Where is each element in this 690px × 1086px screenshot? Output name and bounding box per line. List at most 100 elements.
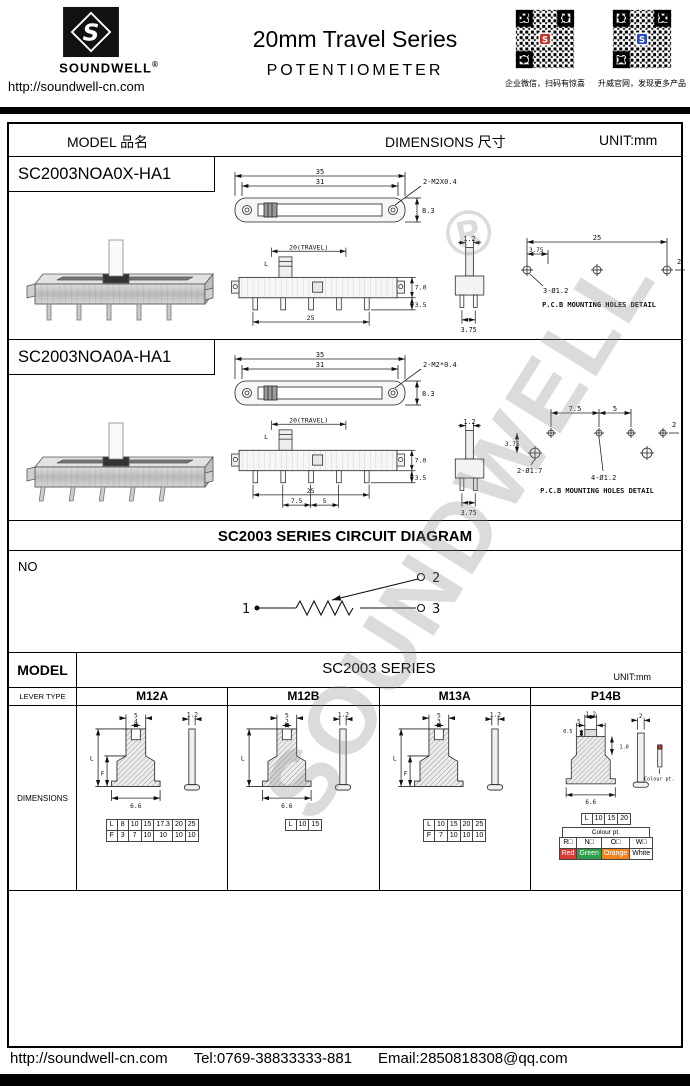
m1-pcb-caption: P.C.B MOUNTING HOLES DETAIL bbox=[542, 301, 656, 309]
doc-title: 20mm Travel Series bbox=[252, 26, 458, 52]
m1-dim-travel: 20(TRAVEL) bbox=[289, 243, 328, 251]
p14b-dim-lip: 0.5 bbox=[563, 729, 572, 735]
model1-top-view: 35 31 2-M2X0.4 8.3 bbox=[234, 168, 457, 223]
m13a-dim-length: L bbox=[393, 755, 397, 762]
p14b-dim-rod: 2 bbox=[639, 713, 643, 720]
p14b-colour-header: Colour pt. bbox=[561, 827, 650, 837]
m12a-dim-top: 5 bbox=[134, 712, 138, 719]
p14b-dim-top: 5 bbox=[577, 719, 581, 726]
brand-text: SOUNDWELL bbox=[59, 60, 152, 76]
m1-dim-inner: 31 bbox=[316, 178, 324, 186]
circuit-terminal-2: 2 bbox=[432, 571, 440, 586]
lever-dimensions-label: DIMENSIONS bbox=[9, 706, 77, 890]
m2-dim-pitch2: 5 bbox=[323, 497, 327, 505]
model2-pcb-detail: 7.5 5 3.75 2 2-Ø1.7 4-Ø1.2 P.C.B MOUNTIN… bbox=[505, 405, 679, 495]
m2-dim-travel: 20(TRAVEL) bbox=[289, 416, 328, 424]
circuit-diagram: 1 2 3 bbox=[242, 571, 440, 617]
lever-dimensions-row: DIMENSIONS bbox=[9, 705, 681, 891]
m12a-dim-inner: 4 bbox=[134, 719, 138, 726]
lever-header-row: MODEL SC2003 SERIES UNIT:mm bbox=[9, 653, 681, 687]
m2-dim-overall: 35 bbox=[316, 351, 324, 359]
m1-dim-height: 8.3 bbox=[422, 207, 435, 215]
model1-name: SC2003NOA0X-HA1 bbox=[9, 157, 215, 192]
lever-type-m12a: M12A bbox=[77, 688, 229, 705]
m1-pcb-span: 25 bbox=[593, 234, 601, 242]
qr-wechat-icon: S bbox=[514, 8, 576, 70]
col-dimensions-label: DIMENSIONS 尺寸 bbox=[385, 134, 506, 150]
m13a-dim-flat: F bbox=[403, 771, 407, 778]
footer-url: http://soundwell-cn.com bbox=[10, 1050, 168, 1067]
model2-front-view: 20(TRAVEL) L 25 7.5 5 7.0 3.5 bbox=[231, 416, 427, 508]
brand-block: S SOUNDWELL® http://soundwell-cn.com bbox=[8, 6, 198, 94]
m2-pcb-offset: 2 bbox=[672, 421, 676, 429]
m2-dim-leverwidth: 1.2 bbox=[464, 418, 476, 426]
m1-dim-thread: 2-M2X0.4 bbox=[423, 178, 457, 186]
circuit-title: SC2003 SERIES CIRCUIT DIAGRAM bbox=[9, 521, 681, 551]
m2-pcb-pitch: 3.75 bbox=[505, 441, 520, 448]
lever-type-p14b: P14B bbox=[590, 689, 621, 703]
lever-type-row: LEVER TYPE M12A M12B M13A P14B bbox=[9, 687, 681, 705]
model1-row: SC2003NOA0X-HA1 bbox=[9, 157, 685, 339]
lever-m12a-drawing: 5 4 L F 6.6 1.2 bbox=[90, 711, 202, 810]
model1-pcb-detail: 25 3.75 2 3-Ø1.2 P.C.B MOUNTING HOLES DE… bbox=[521, 234, 685, 309]
lever-m12b-drawing: 5 2 L 6.6 1.2 bbox=[241, 711, 353, 810]
m1-dim-bodyheight: 7.0 bbox=[415, 283, 427, 291]
m1-dim-leverwidth: 1.2 bbox=[464, 235, 476, 243]
m2-pcb-caption: P.C.B MOUNTING HOLES DETAIL bbox=[540, 487, 654, 495]
col-model-label: MODEL 品名 bbox=[67, 134, 149, 150]
m1-pcb-holes: 3-Ø1.2 bbox=[543, 287, 568, 295]
circuit-terminal-3: 3 bbox=[432, 602, 440, 617]
model1-side-view: 1.2 3.75 bbox=[454, 235, 485, 334]
brand-name: SOUNDWELL® bbox=[44, 60, 174, 75]
m2-dim-pin: 3.5 bbox=[415, 474, 427, 482]
m2-pcb-span2: 5 bbox=[613, 405, 617, 413]
model1-product-image bbox=[26, 239, 214, 321]
p14b-colour-pt-label: Colour pt. bbox=[644, 776, 675, 782]
m1-dim-overall: 35 bbox=[316, 168, 324, 176]
m12a-dim-base: 6.6 bbox=[130, 803, 142, 810]
lever-series-title: SC2003 SERIES bbox=[322, 660, 436, 677]
lever-type-m13a: M13A bbox=[380, 688, 531, 705]
m2-dim-width: 25 bbox=[307, 487, 315, 495]
footer-bar bbox=[0, 1074, 690, 1086]
lever-m13a-drawing: 5 3 L F 1.2 bbox=[393, 711, 505, 791]
m2-dim-height: 8.3 bbox=[422, 390, 435, 398]
m1-dim-pin: 3.5 bbox=[415, 301, 427, 309]
model2-top-view: 35 31 2-M2*0.4 8.3 bbox=[234, 351, 457, 406]
m2-dim-thread: 2-M2*0.4 bbox=[423, 361, 457, 369]
svg-text:S: S bbox=[542, 34, 548, 44]
lever-type-m12b: M12B bbox=[228, 688, 380, 705]
m13a-dim-inner: 3 bbox=[437, 719, 441, 726]
brand-url: http://soundwell-cn.com bbox=[8, 79, 145, 95]
m12b-dim-base: 6.6 bbox=[282, 803, 294, 810]
p14b-dim-base: 6.6 bbox=[585, 799, 596, 806]
qr-website-icon: S bbox=[611, 8, 673, 70]
qr-wechat-caption: 企业微信，扫码有惊喜 bbox=[505, 79, 585, 88]
lever-unit-label: UNIT:mm bbox=[613, 672, 652, 682]
qr-wechat-block: S 企业微信，扫码有惊喜 bbox=[500, 8, 590, 89]
model1-front-view: 20(TRAVEL) L 25 7.0 3.5 bbox=[231, 243, 427, 326]
svg-text:S: S bbox=[639, 34, 645, 44]
doc-subtitle: POTENTIOMETER bbox=[266, 62, 444, 79]
m12b-dim-rod: 1.2 bbox=[338, 711, 350, 718]
m2-pcb-holes-large: 2-Ø1.7 bbox=[517, 467, 542, 475]
m12b-dim-length: L bbox=[241, 755, 245, 762]
p14b-dim-tip: 1.0 bbox=[619, 744, 628, 750]
model2-side-view: 1.2 3.75 bbox=[454, 418, 485, 517]
m2-dim-lever: L bbox=[264, 433, 268, 441]
unit-label: UNIT:mm bbox=[599, 132, 658, 148]
m1-dim-lever: L bbox=[264, 260, 268, 268]
soundwell-logo-icon: S bbox=[63, 6, 119, 58]
m1-pcb-offset: 2 bbox=[677, 258, 681, 266]
footer-email: Email:2850818308@qq.com bbox=[378, 1050, 568, 1067]
m2-dim-bodyheight: 7.0 bbox=[415, 456, 427, 464]
footer-contact: http://soundwell-cn.com Tel:0769-3883333… bbox=[10, 1050, 682, 1067]
m1-dim-width: 25 bbox=[307, 314, 315, 322]
